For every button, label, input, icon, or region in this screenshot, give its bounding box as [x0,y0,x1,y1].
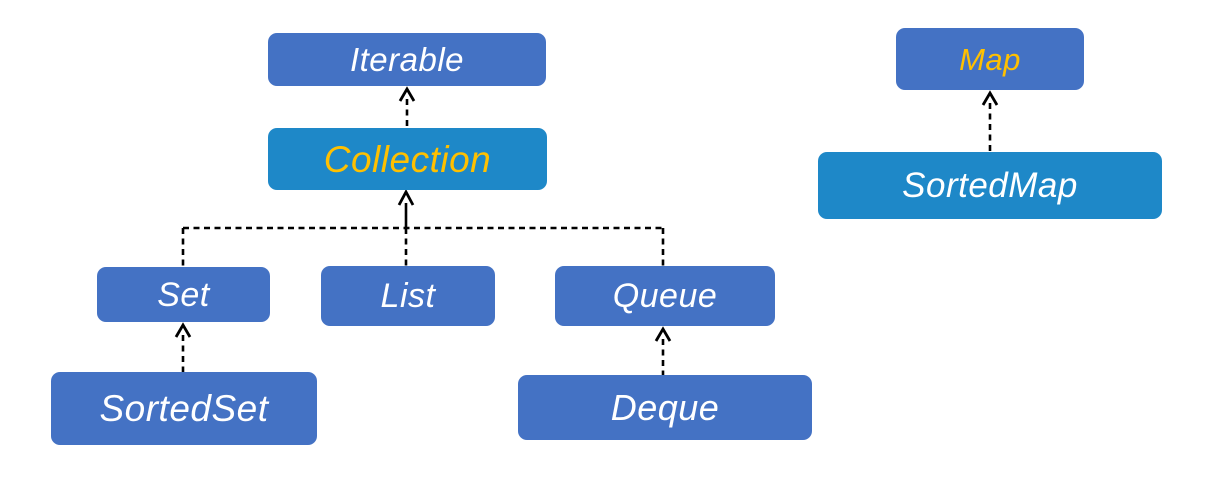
node-queue-label: Queue [612,277,718,315]
node-sortedset-label: SortedSet [99,388,269,429]
edge-deque-to-queue [654,326,672,375]
node-deque-label: Deque [610,386,720,428]
edge-junction-to-collection [397,189,415,228]
node-map: Map [896,28,1084,90]
node-set: Set [97,267,270,322]
node-sortedmap-label: SortedMap [902,166,1078,205]
node-map-label: Map [959,41,1021,77]
node-list: List [321,266,495,326]
edge-sortedmap-to-map [981,90,999,152]
node-collection: Collection [268,128,547,190]
node-set-label: Set [157,275,210,314]
node-sortedset: SortedSet [51,372,317,445]
node-sortedmap: SortedMap [818,152,1162,219]
node-iterable: Iterable [268,33,546,86]
node-collection-label: Collection [323,138,492,180]
node-deque: Deque [518,375,812,440]
edge-sortedset-to-set [174,322,192,372]
node-iterable-label: Iterable [349,41,465,78]
node-queue: Queue [555,266,775,326]
edge-collection-to-iterable [398,86,416,128]
node-list-label: List [380,277,436,315]
edge-branch-bar [181,226,665,267]
